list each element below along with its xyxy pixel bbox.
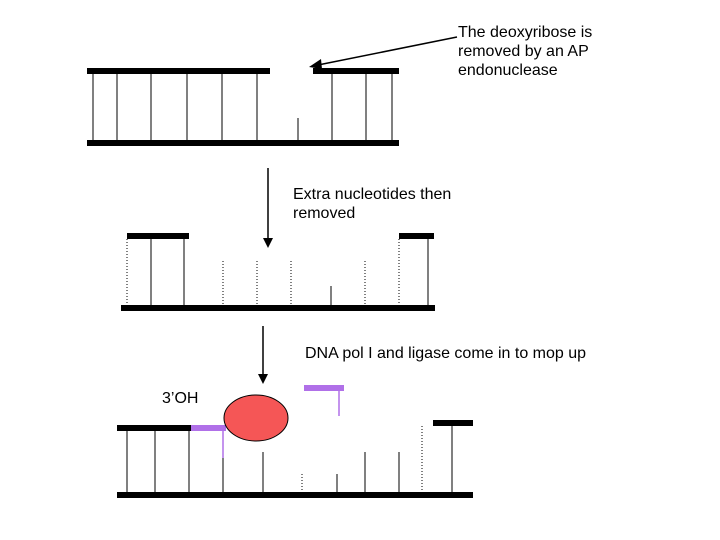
top-strand-right [313, 68, 399, 74]
dotted-bases [301, 426, 423, 492]
callout-arrow [309, 36, 458, 69]
base-pairs [92, 74, 393, 140]
top-strand-left [87, 68, 270, 74]
down-arrow-2 [258, 326, 268, 384]
free-nucleotide [304, 385, 344, 416]
top-strand-right [433, 420, 473, 426]
duplex-step3 [117, 420, 473, 498]
paired-bases [126, 426, 453, 492]
nucleotide-sugar [304, 385, 344, 391]
top-strand-right [399, 233, 434, 239]
bottom-strand [117, 492, 473, 498]
bottom-strand [87, 140, 399, 146]
top-strand-left [127, 233, 189, 239]
duplex-step1 [87, 68, 399, 146]
top-strand-left [117, 425, 191, 431]
dna-polymerase-blob [223, 394, 289, 442]
unpaired-bases [222, 452, 400, 492]
step1-label: The deoxyribose is removed by an AP endo… [458, 24, 593, 79]
new-dna-segment [191, 425, 226, 431]
duplex-step2 [121, 233, 435, 311]
bottom-strand [121, 305, 435, 311]
unpaired-bases [126, 239, 400, 305]
three-prime-oh-label: 3’OH [162, 390, 199, 407]
step3-label: DNA pol I and ligase come in to mop up [305, 345, 587, 362]
paired-bases [150, 239, 429, 305]
step2-label: Extra nucleotides then removed [293, 186, 452, 222]
down-arrow-1 [263, 168, 273, 248]
